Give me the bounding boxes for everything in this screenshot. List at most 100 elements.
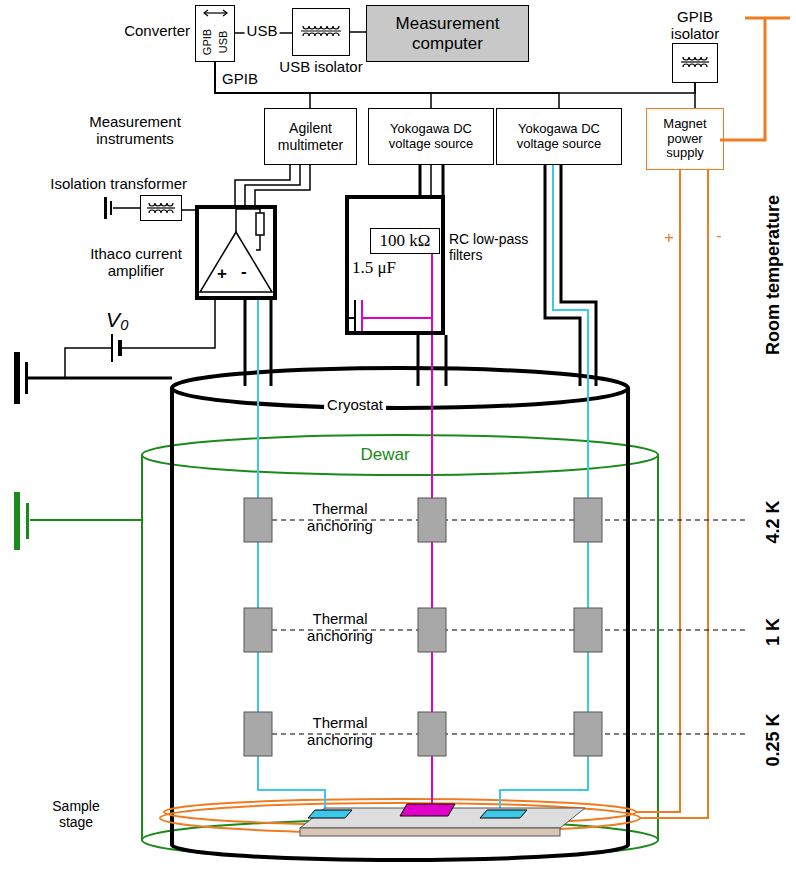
isolator-coils [149, 210, 173, 213]
bus-line [694, 83, 696, 108]
converter-box: ConverterGPIBUSB [195, 5, 235, 62]
multimeter-cables [235, 165, 310, 205]
stage-label: Thermal anchoring [285, 610, 395, 645]
op-amp [236, 209, 260, 232]
transformer-ground [113, 207, 140, 209]
capacitance-label: 1.5 μF [352, 258, 396, 278]
capacitor [362, 317, 432, 319]
node-text: Converter [124, 22, 190, 39]
node-text: USB isolator [279, 58, 362, 75]
isolator-coils [303, 26, 339, 29]
cryostat [172, 845, 628, 860]
stage-label: Thermal anchoring [285, 500, 395, 535]
ground-wire [14, 352, 20, 404]
capacitor [349, 317, 355, 319]
isolator-box: USB isolator [292, 8, 350, 56]
edge-label: GPIB [220, 70, 260, 87]
isolator-coils [681, 61, 709, 62]
group-label: Measurement instruments [70, 113, 200, 148]
cryostat [172, 368, 628, 408]
transformer-ground [104, 197, 107, 219]
lead-polarity: - [716, 226, 722, 246]
capacitor [349, 300, 432, 332]
node-text: RC low-pass filters [449, 231, 534, 263]
stage-label: Thermal anchoring [285, 714, 395, 749]
op-amp [200, 232, 272, 292]
dewar [142, 435, 658, 475]
op-amp [200, 209, 272, 292]
resistor-box: 100 kΩ [370, 228, 440, 254]
ground-wire [25, 362, 28, 394]
sample [300, 828, 560, 836]
converter-arrow [204, 10, 208, 16]
capacitor [354, 300, 356, 332]
thermal-anchors [244, 498, 602, 756]
ground-wire [120, 300, 215, 348]
lead-polarity: + [664, 228, 674, 248]
power-supply-box: Magnet power supply [646, 108, 724, 170]
coax-cables [270, 300, 273, 386]
cryostat [170, 388, 174, 845]
bus-line [245, 165, 300, 205]
opamp-terminal: + [217, 264, 227, 284]
temperature-label: Room temperature [763, 195, 784, 355]
wires [258, 165, 588, 810]
capacitor [361, 300, 363, 332]
sample [400, 804, 455, 816]
cryostat [172, 368, 628, 860]
amplifier-box: Ithaco current amplifier [195, 205, 277, 300]
isolator-coils [301, 30, 341, 31]
bus-line [182, 209, 195, 211]
opamp-terminal: - [241, 262, 247, 282]
node-text: Magnet power supply [647, 117, 723, 162]
thermal-anchors [574, 608, 602, 652]
part-label: Dewar [360, 445, 409, 465]
isolator-coils [303, 33, 339, 36]
instrument-box: Agilent multimeter [264, 108, 357, 165]
ground-wire [65, 348, 112, 378]
coax-cables [561, 165, 596, 386]
converter-arrow [204, 10, 227, 16]
ground-wire [28, 377, 172, 380]
node-text: Agilent multimeter [265, 120, 356, 152]
op-amp [256, 235, 260, 250]
transformer-box: Isolation transformer [140, 195, 182, 221]
temperature-label: 4.2 K [763, 500, 784, 543]
thermal-anchors [574, 498, 602, 542]
dewar-ground [14, 492, 29, 550]
sample [300, 804, 585, 836]
sample [480, 810, 527, 818]
node-text: GPIB isolator [660, 8, 730, 43]
bus-line [350, 31, 366, 33]
node-text: Ithaco current amplifier [81, 245, 191, 280]
magnet-wires [636, 170, 680, 812]
coax-cables [417, 335, 420, 386]
dewar [141, 455, 143, 840]
node-text: Isolation transformer [50, 175, 187, 192]
thermal-anchors [418, 498, 446, 542]
computer-box: Measurement computer [366, 5, 529, 62]
dewar-ground [14, 492, 20, 550]
node-text: 100 kΩ [380, 231, 431, 251]
instrument-box: Yokogawa DC voltage source [496, 108, 622, 165]
cryostat [626, 388, 630, 845]
coax-cables [445, 335, 448, 386]
node-text: Yokogawa DC voltage source [497, 122, 621, 152]
thermal-anchors [418, 608, 446, 652]
node-text: Measurement computer [367, 14, 528, 53]
thermal-anchors [244, 712, 272, 756]
isolator-coils [683, 64, 707, 67]
coax-cables [244, 300, 247, 386]
node-text: USB [217, 31, 230, 54]
magnet-wires [745, 17, 790, 20]
coax-cables [245, 165, 596, 386]
dewar [30, 435, 658, 860]
bus-line [215, 62, 559, 108]
node-text: Yokogawa DC voltage source [369, 122, 493, 152]
ground-wire [111, 334, 113, 362]
temperature-label: 0.25 K [763, 713, 784, 766]
instrument-box: Yokogawa DC voltage source [368, 108, 494, 165]
converter-arrow [223, 10, 227, 16]
magnet-wires [720, 18, 765, 140]
